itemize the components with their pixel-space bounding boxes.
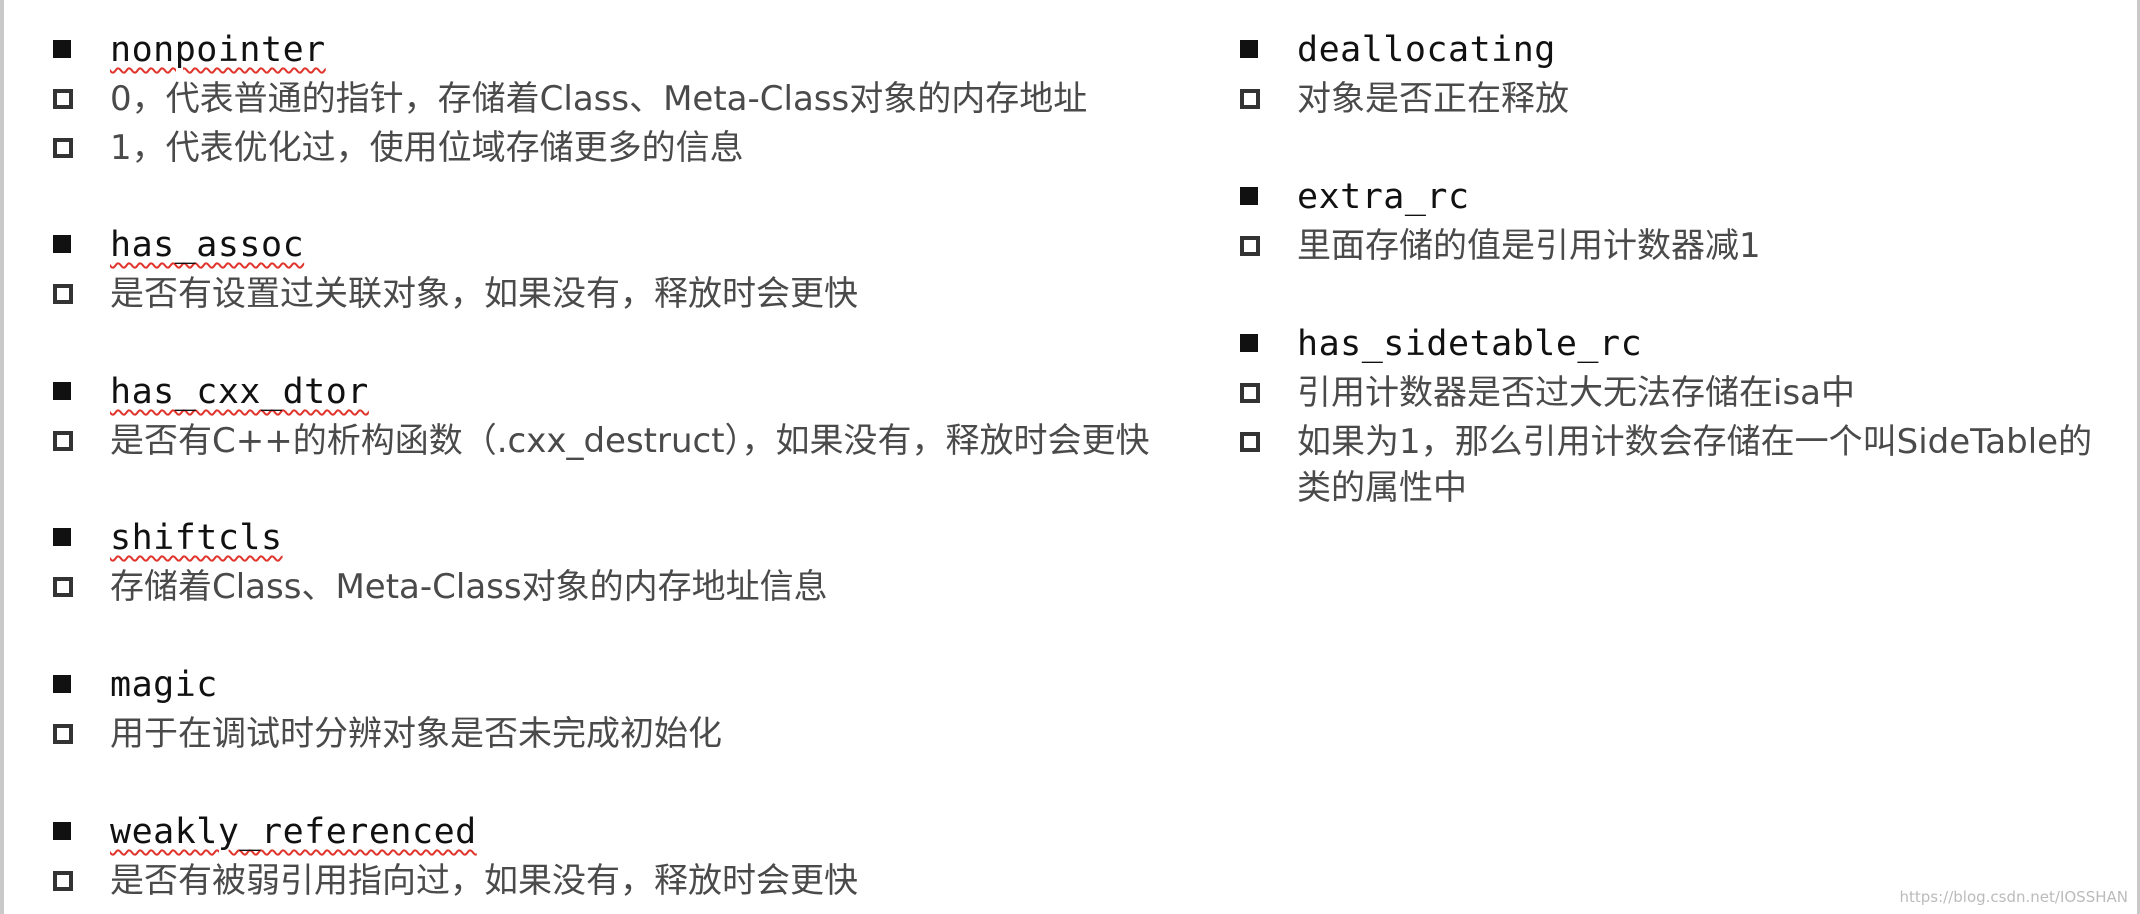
filled-square-bullet-icon	[1240, 40, 1258, 58]
filled-square-bullet-icon	[53, 40, 71, 58]
field-term: deallocating	[1297, 30, 1556, 70]
field-description: 是否有C++的析构函数（.cxx_destruct），如果没有，释放时会更快	[110, 421, 1150, 461]
hollow-square-bullet-icon	[53, 138, 73, 158]
field-description: 如果为1，那么引用计数会存储在一个叫SideTable的类的属性中	[1297, 422, 2093, 508]
filled-square-bullet-icon	[53, 675, 71, 693]
field-description: 0，代表普通的指针，存储着Class、Meta-Class对象的内存地址	[110, 79, 1088, 119]
hollow-square-bullet-icon	[53, 284, 73, 304]
field-term: has_assoc	[110, 225, 305, 265]
field-description: 引用计数器是否过大无法存储在isa中	[1297, 373, 1855, 413]
filled-square-bullet-icon	[1240, 334, 1258, 352]
field-description: 存储着Class、Meta-Class对象的内存地址信息	[110, 567, 828, 607]
filled-square-bullet-icon	[53, 382, 71, 400]
field-term: nonpointer	[110, 30, 326, 70]
hollow-square-bullet-icon	[53, 577, 73, 597]
field-description: 用于在调试时分辨对象是否未完成初始化	[110, 714, 722, 754]
hollow-square-bullet-icon	[1240, 236, 1260, 256]
field-description: 1，代表优化过，使用位域存储更多的信息	[110, 128, 744, 168]
field-description: 是否有设置过关联对象，如果没有，释放时会更快	[110, 274, 858, 314]
hollow-square-bullet-icon	[1240, 432, 1260, 452]
hollow-square-bullet-icon	[53, 871, 73, 891]
left-page-edge	[0, 0, 4, 914]
field-term: has_sidetable_rc	[1297, 324, 1643, 364]
watermark: https://blog.csdn.net/IOSSHAN	[1899, 888, 2129, 906]
hollow-square-bullet-icon	[53, 89, 73, 109]
hollow-square-bullet-icon	[53, 724, 73, 744]
filled-square-bullet-icon	[1240, 187, 1258, 205]
field-term: weakly_referenced	[110, 812, 477, 852]
field-description: 对象是否正在释放	[1297, 79, 1569, 119]
right-page-edge	[2137, 0, 2140, 914]
filled-square-bullet-icon	[53, 822, 71, 840]
field-description: 里面存储的值是引用计数器减1	[1297, 226, 1761, 266]
field-term: has_cxx_dtor	[110, 372, 369, 412]
field-description: 是否有被弱引用指向过，如果没有，释放时会更快	[110, 861, 858, 901]
hollow-square-bullet-icon	[1240, 383, 1260, 403]
hollow-square-bullet-icon	[1240, 89, 1260, 109]
filled-square-bullet-icon	[53, 235, 71, 253]
field-term: magic	[110, 665, 218, 705]
field-term: shiftcls	[110, 518, 283, 558]
field-term: extra_rc	[1297, 177, 1470, 217]
hollow-square-bullet-icon	[53, 431, 73, 451]
filled-square-bullet-icon	[53, 528, 71, 546]
